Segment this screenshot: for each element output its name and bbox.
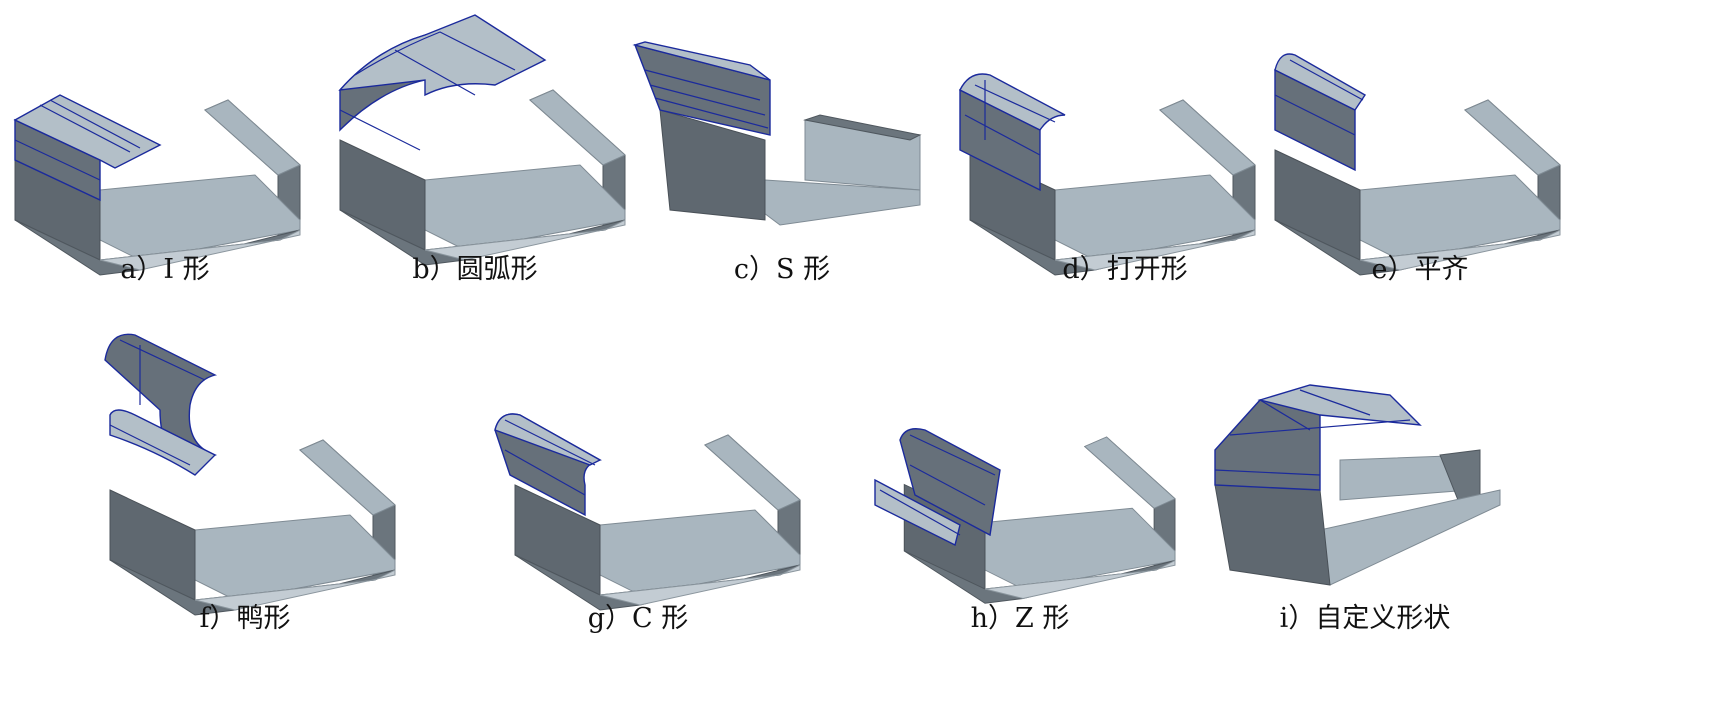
hem-open-diagram (959, 73, 1256, 276)
panel-e (1265, 40, 1565, 276)
panel-d (955, 60, 1256, 276)
hem-s-diagram (632, 41, 922, 226)
caption-i: i）自定义形状 (1279, 603, 1451, 634)
hem-z-diagram (874, 428, 1176, 604)
panel-h (870, 425, 1176, 604)
hem-duck-diagram (104, 333, 396, 616)
hem-arc-diagram (338, 14, 626, 266)
caption-f: f）鸭形 (199, 603, 291, 634)
caption-c: c）S 形 (733, 254, 831, 285)
caption-h: h）Z 形 (970, 603, 1070, 634)
panel-b (335, 10, 635, 266)
caption-d: d）打开形 (1062, 254, 1188, 285)
panel-c (630, 40, 930, 250)
caption-b: b）圆弧形 (412, 254, 538, 285)
hem-c-diagram (494, 413, 801, 611)
hem-i-diagram (13, 94, 301, 276)
caption-g: g）C 形 (587, 603, 689, 634)
panel-i (1210, 380, 1510, 595)
panel-a (0, 40, 320, 276)
panel-f (95, 325, 396, 616)
hem-custom-diagram (1214, 384, 1501, 586)
hem-flush-diagram (1274, 53, 1561, 276)
panel-g (490, 405, 801, 611)
caption-e: e）平齐 (1371, 254, 1469, 285)
caption-a: a）I 形 (120, 254, 210, 285)
